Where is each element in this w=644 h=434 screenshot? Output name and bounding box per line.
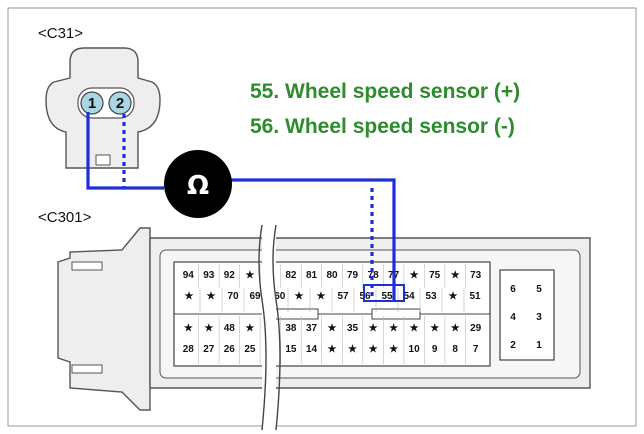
c301-pin-1-1: ★ bbox=[207, 291, 216, 302]
c301-pin-1-13: 51 bbox=[469, 291, 481, 302]
c301-pin-0-0: 94 bbox=[183, 270, 195, 281]
c301-pin-0-7: 80 bbox=[326, 270, 338, 281]
c301-pin-1-5: ★ bbox=[295, 291, 304, 302]
c301-pin-3-6: 14 bbox=[306, 344, 318, 355]
c301-pin-3-12: 9 bbox=[432, 344, 438, 355]
c301-pin-0-13: ★ bbox=[451, 270, 460, 281]
wires bbox=[86, 112, 405, 302]
connector-c31: 1 2 bbox=[45, 47, 161, 169]
c301-pin-1-3: 69 bbox=[249, 291, 261, 302]
c301-pin-0-11: ★ bbox=[410, 270, 419, 281]
c301-power-pin-2-0: 2 bbox=[510, 340, 516, 351]
diagram-frame bbox=[7, 7, 637, 427]
c301-pin-0-12: 75 bbox=[429, 270, 441, 281]
c301-pin-2-2: 48 bbox=[224, 323, 236, 334]
c301-power-pin-1-1: 3 bbox=[536, 312, 542, 323]
c301-power-pin-0-1: 5 bbox=[536, 284, 542, 295]
c301-pin-0-5: 82 bbox=[285, 270, 297, 281]
c301-power-pin-1-0: 4 bbox=[510, 312, 516, 323]
c301-pin-3-5: 15 bbox=[285, 344, 297, 355]
c301-power-block bbox=[499, 269, 555, 361]
c301-pin-1-9: 55 bbox=[381, 291, 393, 302]
c301-pin-2-9: ★ bbox=[369, 323, 378, 334]
c301-power-pins: 6 5 4 3 2 1 bbox=[510, 284, 542, 351]
wire-positive-to-ecu bbox=[228, 178, 396, 300]
c301-pin-1-6: ★ bbox=[317, 291, 326, 302]
legend-line-55: 55. Wheel speed sensor (+) bbox=[250, 80, 520, 103]
c301-pin-2-0: ★ bbox=[184, 323, 193, 334]
cut-mark bbox=[258, 224, 281, 431]
c301-pin-1-4: 160 bbox=[269, 291, 286, 302]
c301-pin-1-10: 54 bbox=[403, 291, 415, 302]
c301-pin-3-2: 26 bbox=[224, 344, 236, 355]
c301-pin-3-13: 8 bbox=[452, 344, 458, 355]
c301-pin-1-0: ★ bbox=[185, 291, 194, 302]
legend-line-56: 56. Wheel speed sensor (-) bbox=[250, 115, 515, 138]
c301-pin-1-7: 57 bbox=[337, 291, 349, 302]
c301-pin-grid: 949392★★828180797877★75★73★★7069160★★575… bbox=[183, 264, 482, 364]
c301-pin-2-1: ★ bbox=[204, 323, 213, 334]
c301-pin-3-9: ★ bbox=[369, 344, 378, 355]
c301-pin-3-11: 10 bbox=[409, 344, 421, 355]
c301-pin-2-8: 35 bbox=[347, 323, 359, 334]
c301-pin-3-0: 28 bbox=[183, 344, 195, 355]
c301-pin-2-13: ★ bbox=[451, 323, 460, 334]
ohm-symbol: Ω bbox=[187, 171, 209, 201]
c301-pin-2-3: ★ bbox=[245, 323, 254, 334]
connector-c301-label: <C301> bbox=[38, 209, 92, 226]
connector-c301: 949392★★828180797877★75★73★★7069160★★575… bbox=[57, 227, 591, 411]
c301-pin-1-11: 53 bbox=[425, 291, 437, 302]
c301-pin-2-12: ★ bbox=[430, 323, 439, 334]
c301-pin-2-5: 38 bbox=[285, 323, 297, 334]
c301-pin-3-3: 25 bbox=[244, 344, 256, 355]
c301-power-pin-2-1: 1 bbox=[536, 340, 542, 351]
c301-pin-2-7: ★ bbox=[328, 323, 337, 334]
c301-pin-0-2: 92 bbox=[224, 270, 236, 281]
wire-positive bbox=[86, 112, 164, 190]
c31-pin-1-label: 1 bbox=[88, 95, 96, 112]
c301-pin-0-3: ★ bbox=[245, 270, 254, 281]
c301-pin-0-8: 79 bbox=[347, 270, 359, 281]
c31-pin-2 bbox=[108, 91, 132, 115]
c301-pin-0-1: 93 bbox=[203, 270, 215, 281]
c31-pin-2-label: 2 bbox=[116, 95, 124, 112]
connector-c31-label: <C31> bbox=[38, 25, 83, 42]
c301-pin-1-12: ★ bbox=[449, 291, 458, 302]
ohmmeter-icon: Ω bbox=[164, 150, 232, 218]
c301-pin-3-8: ★ bbox=[348, 344, 357, 355]
c301-pin-0-9: 78 bbox=[368, 270, 380, 281]
c301-pin-2-11: ★ bbox=[410, 323, 419, 334]
c301-pin-3-10: ★ bbox=[389, 344, 398, 355]
c301-pin-2-6: 37 bbox=[306, 323, 318, 334]
c301-pin-1-8: 56 bbox=[359, 291, 371, 302]
c301-power-pin-0-0: 6 bbox=[510, 284, 516, 295]
c301-pin-3-14: 7 bbox=[473, 344, 479, 355]
c301-pin-1-2: 70 bbox=[227, 291, 239, 302]
c301-pin-2-10: ★ bbox=[389, 323, 398, 334]
c301-pin-3-1: 27 bbox=[203, 344, 215, 355]
highlighted-pins bbox=[363, 284, 405, 302]
c301-pin-0-14: 73 bbox=[470, 270, 482, 281]
c301-pin-3-7: ★ bbox=[328, 344, 337, 355]
c301-pin-0-6: 81 bbox=[306, 270, 318, 281]
c31-pin-1 bbox=[80, 91, 104, 115]
c301-pin-2-14: 29 bbox=[470, 323, 482, 334]
